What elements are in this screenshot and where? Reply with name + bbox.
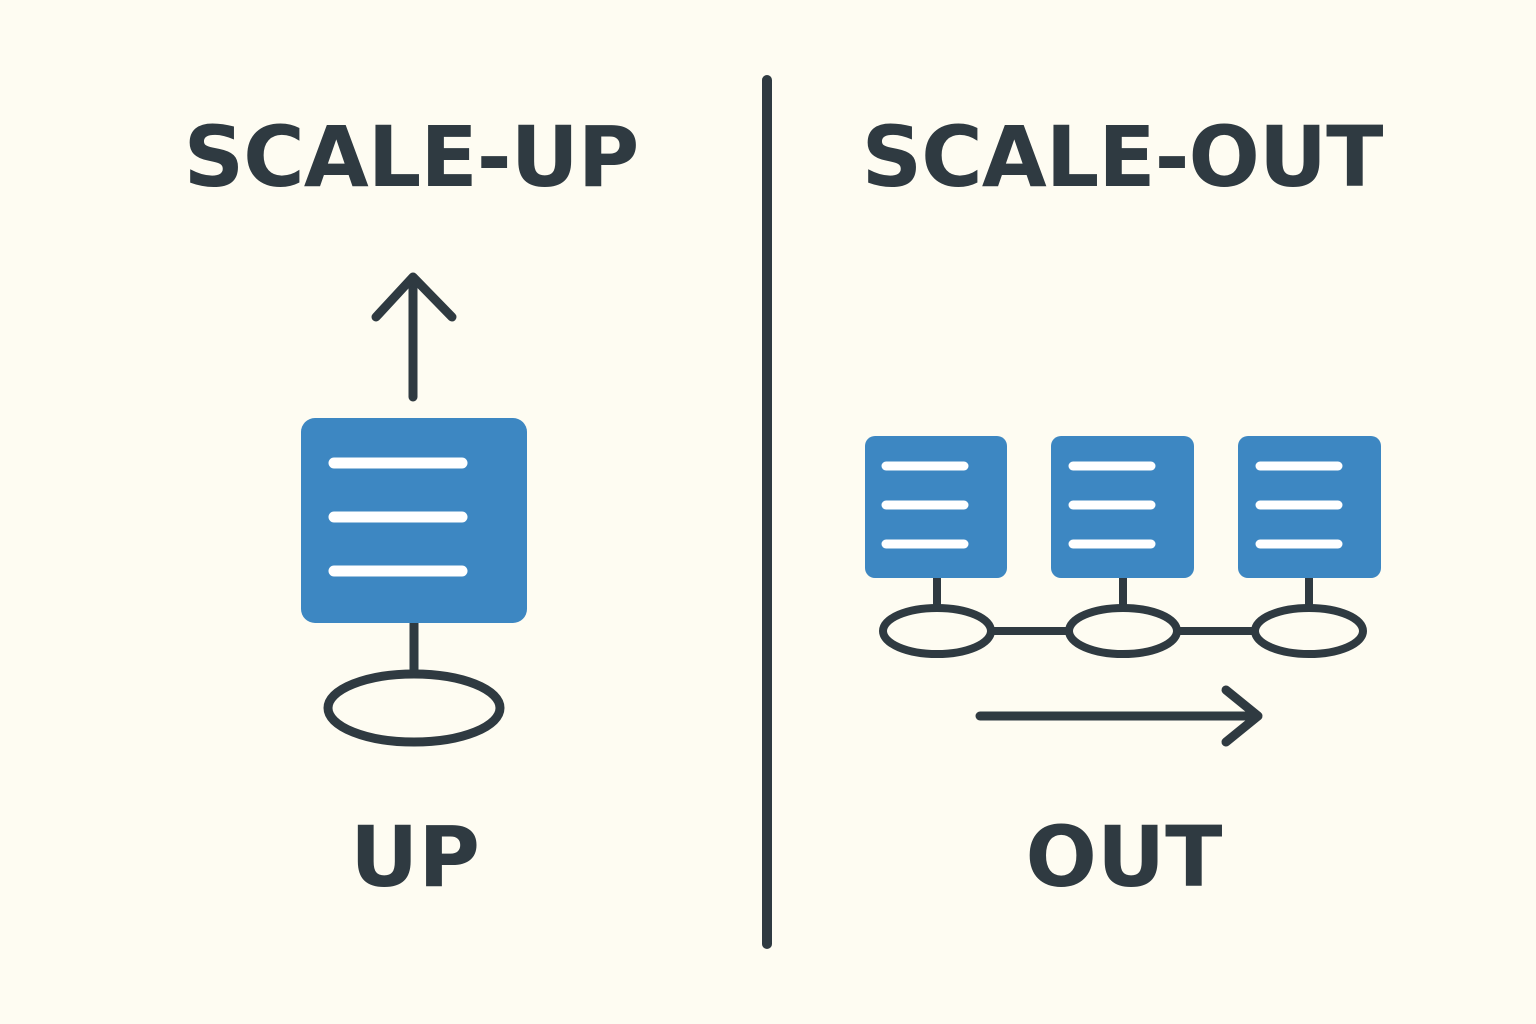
small-server-icon	[865, 436, 1007, 607]
out-caption: OUT	[1025, 808, 1223, 906]
base-node-icon	[323, 669, 505, 747]
up-arrow-icon	[371, 272, 457, 402]
node-icon	[879, 604, 995, 658]
scale-out-group	[865, 436, 1381, 747]
node-icon	[1065, 604, 1181, 658]
scale-up-title: SCALE-UP	[183, 108, 640, 206]
large-server-icon	[301, 418, 527, 623]
node-icon	[1251, 604, 1367, 658]
scale-out-title: SCALE-OUT	[861, 108, 1384, 206]
right-arrow-icon	[975, 685, 1263, 747]
up-caption: UP	[350, 808, 480, 906]
small-server-icon	[1051, 436, 1194, 607]
small-server-icon	[1238, 436, 1381, 607]
scale-up-group	[301, 272, 527, 747]
